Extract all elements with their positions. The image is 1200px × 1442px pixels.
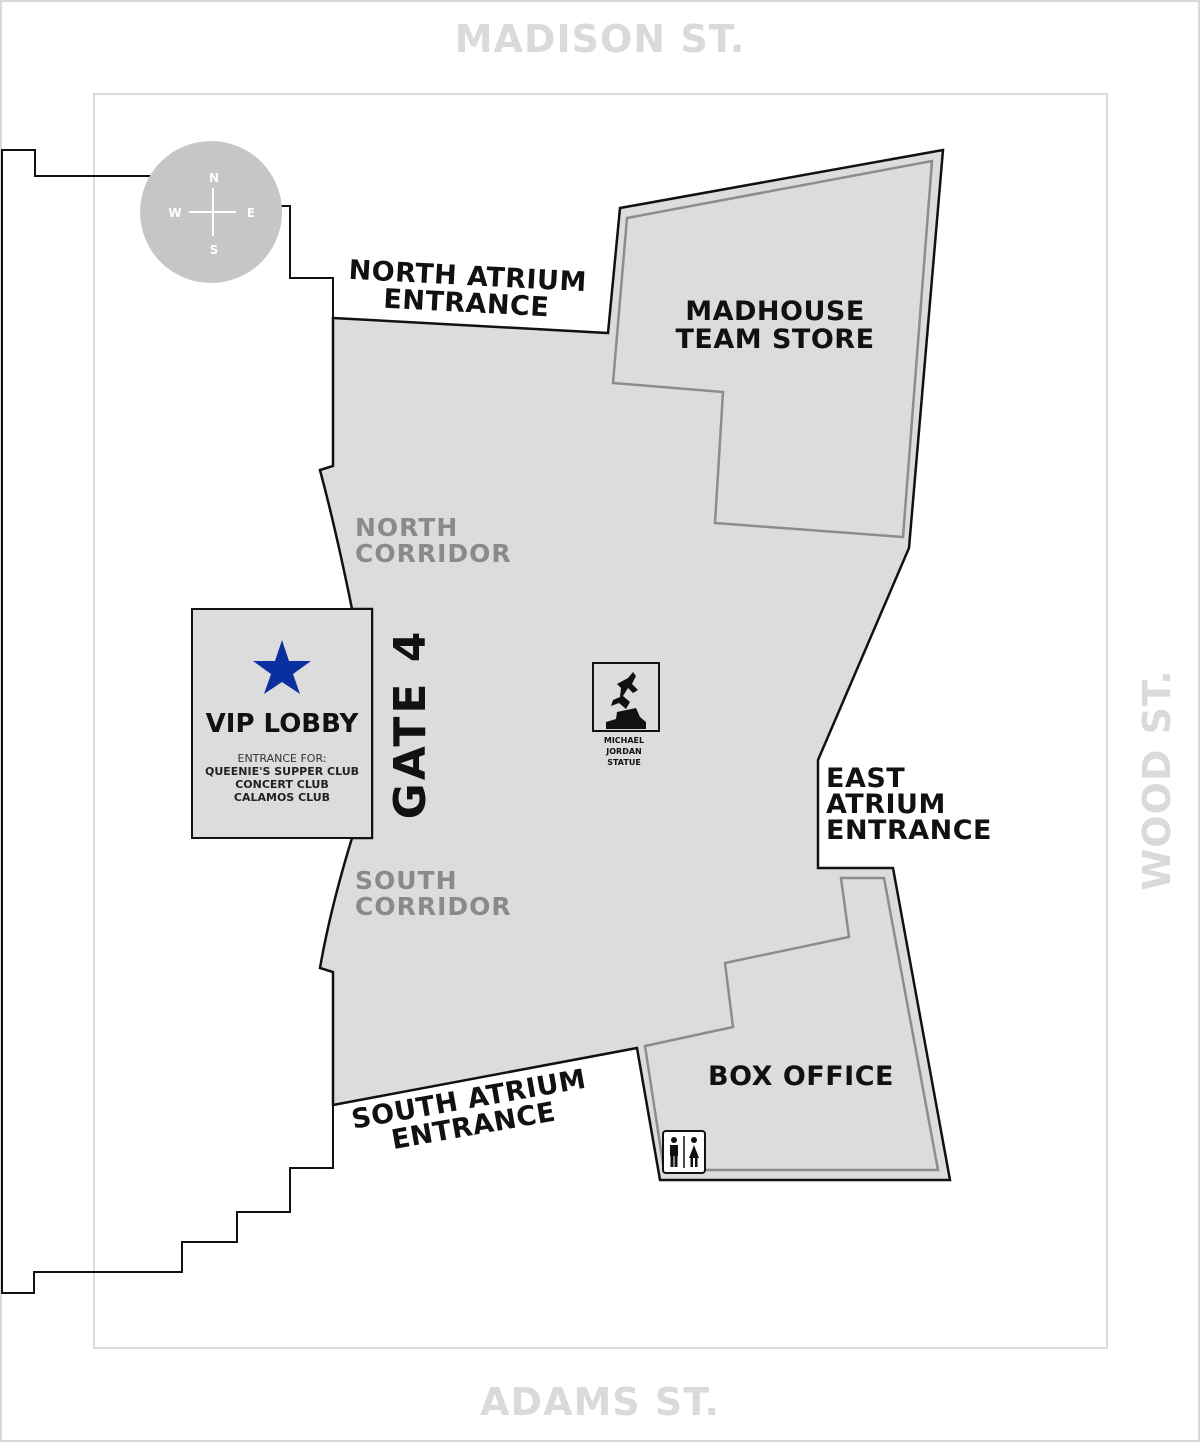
vip-club-calamos: CALAMOS CLUB — [234, 791, 330, 804]
box-office-label: BOX OFFICE — [708, 1061, 894, 1092]
team-store-line2: TEAM STORE — [675, 324, 874, 355]
block-outline — [93, 93, 1108, 1349]
vip-lobby-title: VIP LOBBY — [206, 709, 360, 739]
vip-club-concert: CONCERT CLUB — [235, 778, 329, 791]
vip-club-queenies: QUEENIE'S SUPPER CLUB — [205, 765, 359, 778]
statue-icon[interactable] — [592, 662, 660, 732]
east-atrium-entrance[interactable]: EAST ATRIUM ENTRANCE — [826, 763, 992, 846]
east-entrance-line3: ENTRANCE — [826, 815, 992, 846]
compass-s: S — [210, 243, 219, 257]
compass-e: E — [247, 206, 255, 220]
star-icon — [253, 640, 311, 694]
north-atrium-entrance[interactable]: NORTH ATRIUM ENTRANCE — [346, 255, 588, 325]
east-entrance-line1: EAST — [826, 763, 905, 794]
compass-icon: N S E W — [140, 141, 282, 283]
arena-outline — [1, 149, 334, 1294]
compass-w: W — [168, 206, 181, 220]
east-entrance-line2: ATRIUM — [826, 789, 946, 820]
south-corridor-line1: SOUTH — [355, 866, 458, 895]
north-corridor-line1: NORTH — [355, 513, 458, 542]
box-office-area[interactable] — [643, 876, 940, 1172]
north-corridor-line2: CORRIDOR — [355, 539, 512, 568]
street-madison: MADISON ST. — [455, 17, 746, 61]
statue-line2: JORDAN — [605, 747, 641, 756]
compass-n: N — [209, 171, 219, 185]
gate-4-label: GATE 4 — [385, 629, 436, 820]
restroom-icon[interactable] — [662, 1130, 706, 1174]
statue-line3: STATUE — [607, 758, 641, 767]
south-corridor-line2: CORRIDOR — [355, 892, 512, 921]
statue-line1: MICHAEL — [604, 736, 644, 745]
street-adams: ADAMS ST. — [480, 1380, 720, 1424]
vip-entrance-for: ENTRANCE FOR: — [238, 752, 327, 765]
team-store-line1: MADHOUSE — [685, 296, 865, 327]
street-wood: WOOD ST. — [1135, 669, 1179, 890]
team-store-area[interactable] — [611, 159, 934, 539]
